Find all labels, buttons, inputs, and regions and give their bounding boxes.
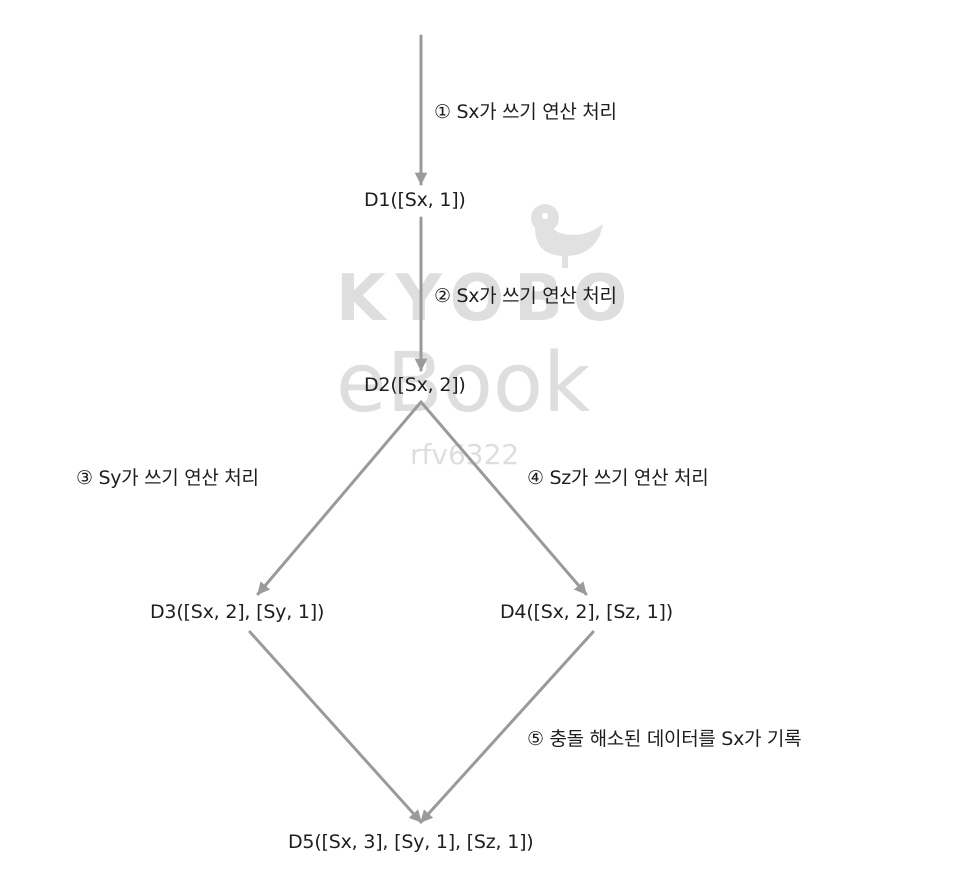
- arrow-d3-to-d5: [248, 630, 423, 824]
- step-label-4: ④ Sz가 쓰기 연산 처리: [527, 467, 709, 489]
- node-d1: D1([Sx, 1]): [364, 189, 466, 211]
- arrow-d2-to-d3: [256, 400, 423, 596]
- arrow-d2-to-d4: [419, 400, 588, 596]
- step-label-5: ⑤ 충돌 해소된 데이터를 Sx가 기록: [527, 728, 802, 750]
- watermark-product: eBook: [336, 336, 591, 431]
- node-d3: D3([Sx, 2], [Sy, 1]): [150, 601, 325, 623]
- step-label-2: ② Sx가 쓰기 연산 처리: [434, 285, 617, 307]
- watermark-brand: KYOBO: [336, 262, 638, 336]
- node-d5: D5([Sx, 3], [Sy, 1], [Sz, 1]): [288, 831, 534, 853]
- step-label-1: ① Sx가 쓰기 연산 처리: [434, 101, 617, 123]
- arrow-d4-to-d5: [419, 630, 595, 824]
- step-label-3: ③ Sy가 쓰기 연산 처리: [76, 467, 259, 489]
- node-d2: D2([Sx, 2]): [364, 374, 466, 396]
- node-d4: D4([Sx, 2], [Sz, 1]): [500, 601, 673, 623]
- watermark-bird-logo: [531, 204, 603, 268]
